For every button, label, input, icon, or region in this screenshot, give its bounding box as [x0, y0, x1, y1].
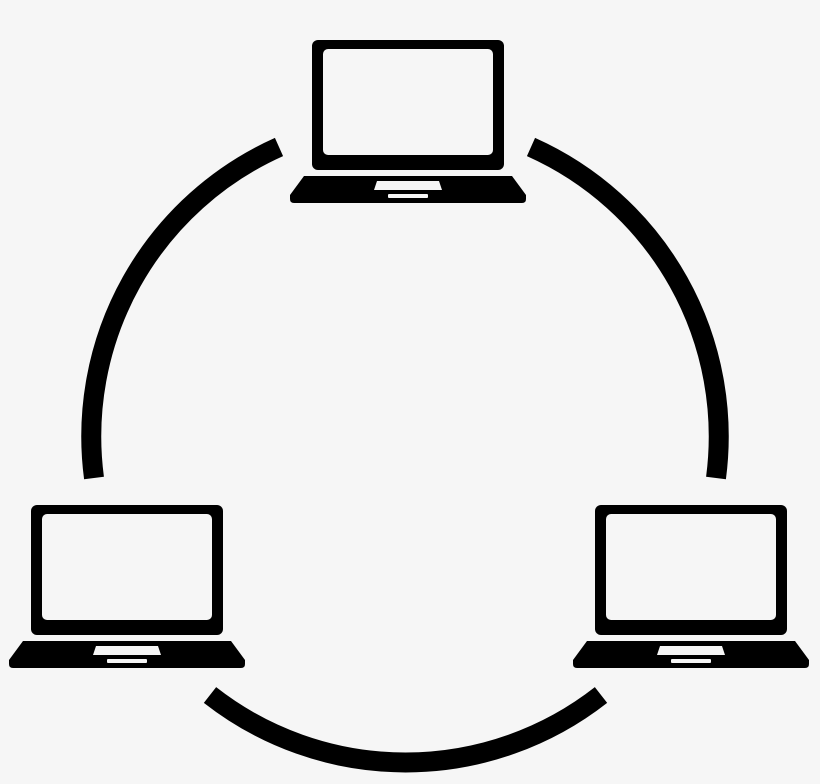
laptop-screen	[606, 514, 776, 620]
ring-arc-bottom	[203, 687, 608, 773]
laptop-touchpad	[374, 181, 442, 190]
laptop-latch	[388, 194, 428, 198]
connection-ring	[81, 137, 729, 773]
laptop-nodes	[9, 40, 809, 668]
laptop-screen	[42, 514, 212, 620]
laptop-latch	[671, 659, 711, 663]
ring-arc-right	[526, 137, 729, 480]
laptop-bottom-left-icon	[9, 505, 245, 668]
laptop-latch	[107, 659, 147, 663]
ring-arc-left	[81, 137, 284, 480]
laptop-top-icon	[290, 40, 526, 203]
laptop-touchpad	[93, 646, 161, 655]
laptop-bottom-right-icon	[573, 505, 809, 668]
laptop-screen	[323, 49, 493, 155]
laptop-touchpad	[657, 646, 725, 655]
